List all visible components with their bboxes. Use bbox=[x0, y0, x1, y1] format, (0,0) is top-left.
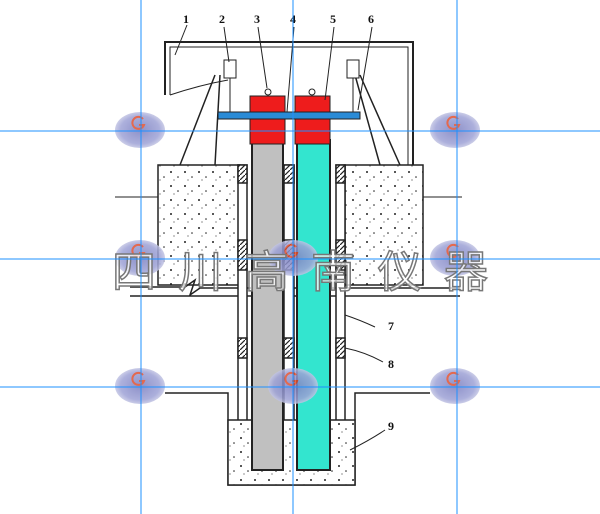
tube-right bbox=[296, 139, 331, 471]
watermark-logo bbox=[430, 368, 480, 404]
label-3: 3 bbox=[254, 12, 260, 26]
watermark-logo bbox=[115, 112, 165, 148]
watermark-logo bbox=[268, 368, 318, 404]
label-2: 2 bbox=[219, 12, 225, 26]
concrete-block-right bbox=[344, 164, 424, 286]
watermark-text: 四 川 高 南 仪 器 bbox=[111, 236, 492, 300]
logo-g-mark bbox=[284, 243, 299, 258]
label-8: 8 bbox=[388, 357, 394, 371]
logo-g-mark bbox=[446, 371, 461, 386]
frame bbox=[164, 41, 414, 166]
label-5: 5 bbox=[330, 12, 336, 26]
leader-lines bbox=[174, 24, 386, 451]
watermark-logo bbox=[430, 112, 480, 148]
ground bbox=[165, 392, 430, 486]
label-6: 6 bbox=[368, 12, 374, 26]
label-4: 4 bbox=[290, 12, 296, 26]
label-1: 1 bbox=[183, 12, 189, 26]
label-9: 9 bbox=[388, 419, 394, 433]
hook-right bbox=[308, 88, 316, 96]
logo-g-mark bbox=[131, 115, 146, 130]
wm-char: 南 bbox=[310, 246, 360, 299]
logo-g-mark bbox=[284, 371, 299, 386]
logo-g-mark bbox=[131, 371, 146, 386]
hook-left bbox=[264, 88, 272, 96]
wm-char: 川 bbox=[178, 246, 227, 299]
watermark-logo bbox=[115, 240, 165, 276]
watermark-logo bbox=[115, 368, 165, 404]
dial-gauges bbox=[223, 59, 360, 112]
label-7: 7 bbox=[388, 319, 394, 333]
logo-g-mark bbox=[131, 243, 146, 258]
cross-bar bbox=[217, 111, 361, 120]
watermark-logo bbox=[430, 240, 480, 276]
wm-char: 器 bbox=[443, 246, 492, 299]
cap-left bbox=[249, 95, 286, 145]
tube-left bbox=[251, 139, 284, 471]
wm-char: 四 bbox=[111, 246, 160, 299]
wm-char: 仪 bbox=[377, 246, 426, 299]
cap-right bbox=[294, 95, 331, 145]
logo-g-mark bbox=[446, 243, 461, 258]
wm-char: 高 bbox=[244, 246, 293, 299]
concrete-block-left bbox=[157, 164, 241, 286]
logo-g-mark bbox=[446, 115, 461, 130]
